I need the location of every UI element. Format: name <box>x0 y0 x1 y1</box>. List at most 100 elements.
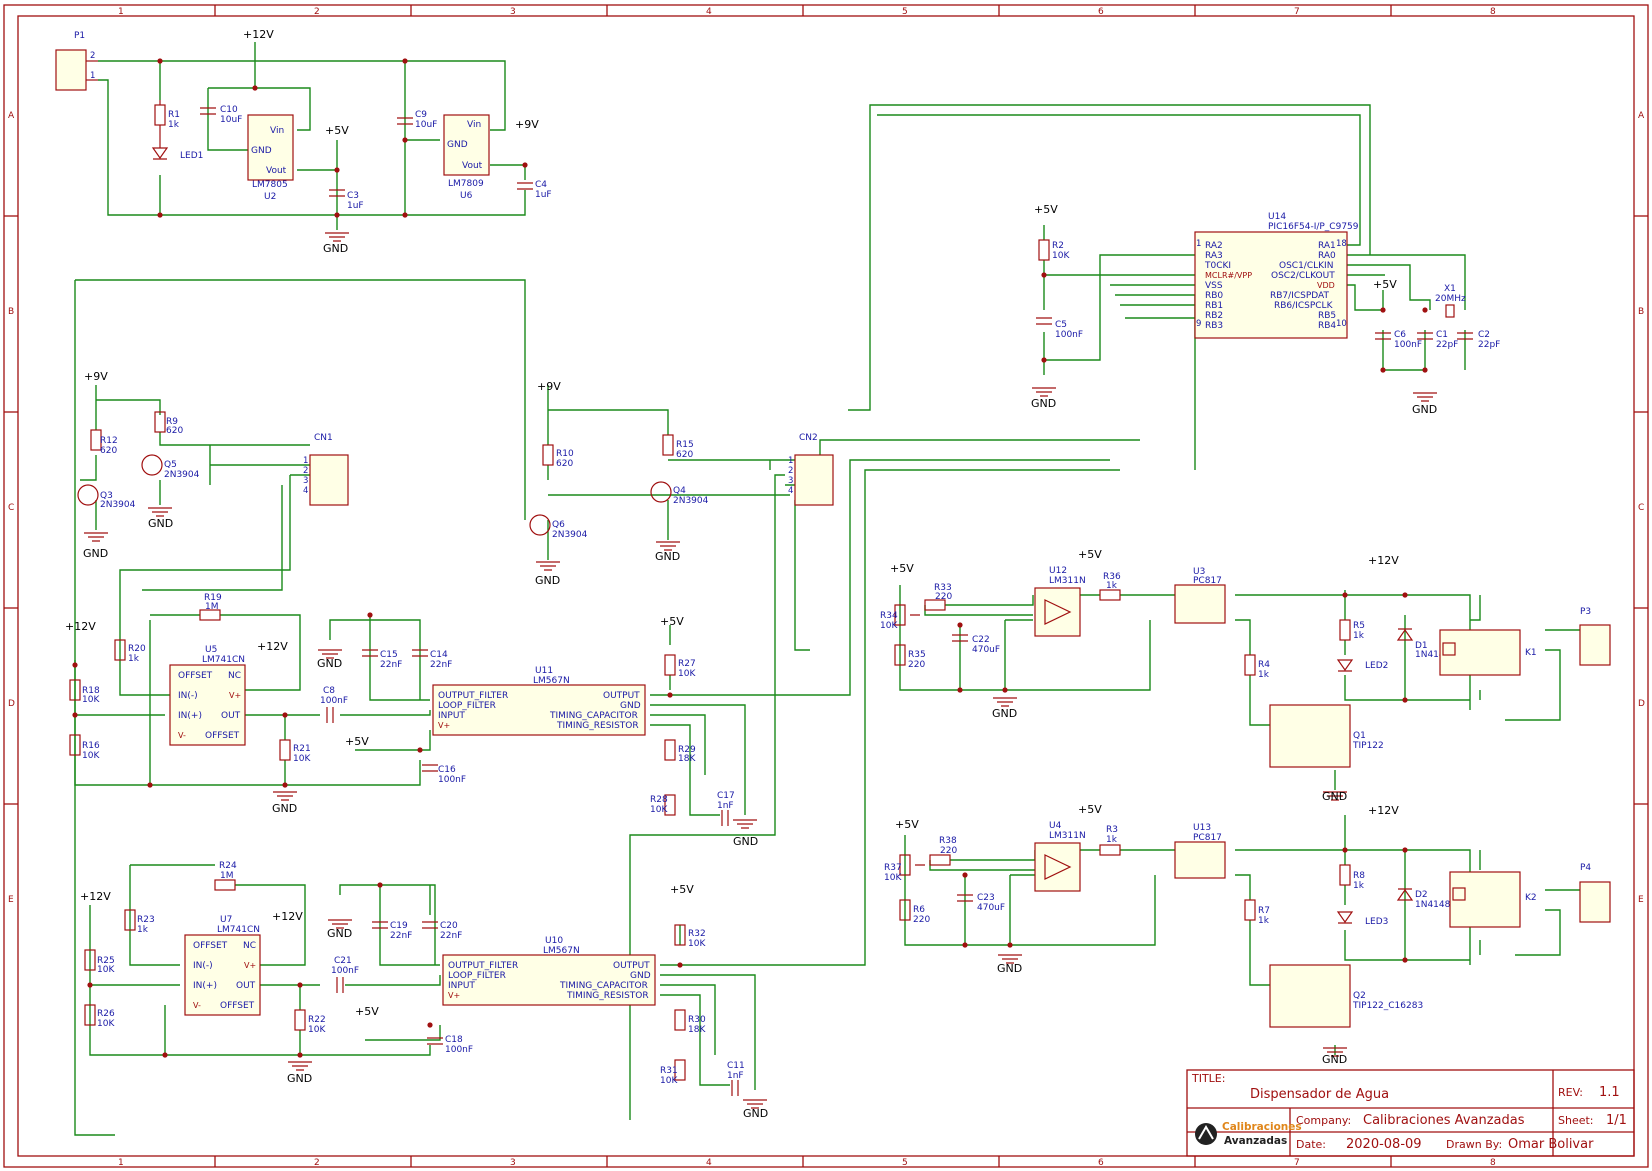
r33-value: 220 <box>935 592 952 602</box>
c3-ref: C3 <box>347 191 359 201</box>
row-label-left-a: A <box>8 111 15 121</box>
date-value: 2020-08-09 <box>1346 1137 1422 1152</box>
resistor-r30 <box>674 1009 686 1031</box>
u5-nc: NC <box>228 671 241 681</box>
resistor-r22 <box>294 1009 306 1031</box>
capacitor-c15 <box>362 649 378 657</box>
resistor-r15 <box>662 434 674 456</box>
resistor-r23 <box>124 909 136 931</box>
u6-ref: U6 <box>460 191 473 201</box>
r21-value: 10K <box>293 754 311 764</box>
r10-value: 620 <box>556 459 573 469</box>
resistor-r3 <box>1099 844 1121 856</box>
q4-value: 2N3904 <box>673 496 709 506</box>
cn2-pin-3: 3 <box>788 476 793 486</box>
r16-value: 10K <box>82 751 100 761</box>
gnd-u5: GND <box>272 802 297 815</box>
connector-cn1 <box>309 454 349 506</box>
r2-value: 10K <box>1052 251 1070 261</box>
col-label-top-8: 8 <box>1490 7 1496 17</box>
col-label-bottom-6: 6 <box>1098 1158 1104 1168</box>
capacitor-c16 <box>422 764 438 772</box>
r9-ref: R9 <box>166 417 178 427</box>
capacitor-c2 <box>1457 332 1473 340</box>
capacitor-c22 <box>952 634 968 642</box>
u7-value: LM741CN <box>217 925 260 935</box>
u11-gnd: GND <box>620 701 641 711</box>
d2-ref: D2 <box>1415 890 1428 900</box>
col-label-top-3: 3 <box>510 7 516 17</box>
sheet-frame: 1 2 3 4 5 6 7 8 1 2 3 4 5 6 7 8 A B C D … <box>3 4 1649 1168</box>
c17-ref: C17 <box>717 791 735 801</box>
relay2-junctions <box>962 847 1408 963</box>
company-label: Company: <box>1296 1114 1351 1127</box>
capacitor-c11 <box>731 1080 739 1096</box>
d1-value: 1N4148TR <box>1415 650 1462 660</box>
u2-value: LM7805 <box>252 180 288 190</box>
mcu-pin-rb2: RB2 <box>1205 311 1223 321</box>
r6-value: 220 <box>913 915 930 925</box>
transistor-q6 <box>529 514 551 536</box>
r7-ref: R7 <box>1258 906 1270 916</box>
r18-value: 10K <box>82 695 100 705</box>
u5-out: OUT <box>221 711 241 721</box>
cn2-pin-4: 4 <box>788 486 793 496</box>
q5-ref: Q5 <box>164 460 177 470</box>
r29-ref: R29 <box>678 745 696 755</box>
opamp-u5 <box>169 664 246 746</box>
u5-offset-top: OFFSET <box>178 671 213 681</box>
mcu-section: U14 PIC16F54-I/P_C9759 RA2 RA3 T0CKI MCL… <box>848 104 1500 470</box>
transistor-q1 <box>1269 704 1351 768</box>
resistor-r29 <box>664 739 676 761</box>
r22-value: 10K <box>308 1025 326 1035</box>
r18-ref: R18 <box>82 686 100 696</box>
col-label-bottom-2: 2 <box>314 1158 320 1168</box>
col-label-top-5: 5 <box>902 7 908 17</box>
r16-ref: R16 <box>82 741 100 751</box>
c23-ref: C23 <box>977 893 995 903</box>
channel2-junctions <box>87 882 683 1058</box>
mcu-pin-mclr: MCLR#/VPP <box>1205 271 1252 280</box>
c4-value: 1uF <box>535 190 552 200</box>
row-label-right-a: A <box>1638 111 1645 121</box>
led1-ref: LED1 <box>180 151 203 161</box>
u4-ref: U4 <box>1049 821 1062 831</box>
capacitor-c4 <box>517 182 533 190</box>
c1-value: 22pF <box>1436 340 1458 350</box>
regulator-u6 <box>443 114 490 176</box>
cn2-pin-2: 2 <box>788 466 793 476</box>
capacitor-c10 <box>200 107 216 115</box>
u7-offset-top: OFFSET <box>193 941 228 951</box>
transistor-q4 <box>650 481 672 503</box>
r3-ref: R3 <box>1106 825 1118 835</box>
r3-value: 1k <box>1106 835 1118 845</box>
gnd-relay1-input: GND <box>992 707 1017 720</box>
power-supply-section: P1 2 1 R1 1k LED1 C10 10uF Vin GND Vout … <box>55 28 552 255</box>
d1-ref: D1 <box>1415 641 1428 651</box>
col-label-top-4: 4 <box>706 7 712 17</box>
r28-ref: R28 <box>650 795 668 805</box>
r12-value: 620 <box>100 446 117 456</box>
r19-value: 1M <box>205 602 219 612</box>
power-5v-u11: +5V <box>345 735 369 748</box>
channel1-decoder-section: U5 LM741CN OFFSET NC IN(-) V+ IN(+) OUT … <box>65 459 1110 848</box>
power-12v-u7: +12V <box>272 910 303 923</box>
c4-ref: C4 <box>535 180 547 190</box>
cn2-ref: CN2 <box>799 433 818 443</box>
c1-ref: C1 <box>1436 330 1448 340</box>
rev-label: REV: <box>1558 1086 1583 1099</box>
u10-value: LM567N <box>543 946 580 956</box>
resistor-r32 <box>674 924 686 946</box>
r38-value: 220 <box>940 846 957 856</box>
r25-ref: R25 <box>97 956 115 966</box>
row-label-right-c: C <box>1638 503 1644 513</box>
c14-value: 22nF <box>430 660 452 670</box>
resistor-r4 <box>1244 654 1256 676</box>
capacitor-c17 <box>721 810 729 826</box>
sheet-value: 1/1 <box>1606 1113 1627 1128</box>
x1-ref: X1 <box>1444 284 1456 294</box>
mcu-pin-rb6: RB6/ICSPCLK <box>1274 301 1334 311</box>
potentiometer-r34 <box>894 604 920 626</box>
cn2-pin-1: 1 <box>788 456 793 466</box>
